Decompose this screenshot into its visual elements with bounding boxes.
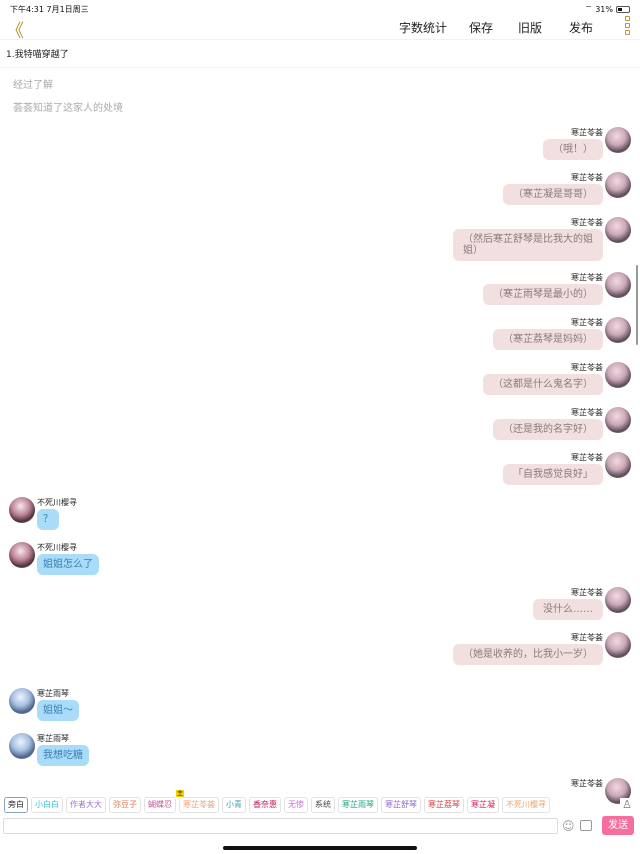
- character-name: 蝴蝶忍: [148, 800, 172, 809]
- publish-button[interactable]: 发布: [569, 21, 594, 35]
- character-chip[interactable]: 弥豆子: [109, 797, 141, 813]
- character-chip[interactable]: 蝴蝶忍: [144, 797, 176, 813]
- character-chip[interactable]: 系统: [311, 797, 335, 813]
- avatar[interactable]: [605, 587, 631, 613]
- message-bubble[interactable]: （还是我的名字好）: [493, 419, 603, 440]
- message-bubble[interactable]: （寒芷凝是哥哥）: [503, 184, 603, 205]
- emoji-icon[interactable]: ☺: [562, 819, 575, 833]
- speaker-name: 寒芷苓荟: [571, 363, 603, 372]
- character-chip[interactable]: 主寒芷苓荟: [176, 790, 219, 813]
- character-name: 系统: [315, 800, 331, 809]
- speaker-name: 寒芷苓荟: [571, 273, 603, 282]
- character-name: 寒芷舒琴: [385, 800, 417, 809]
- character-chip[interactable]: 无惨: [284, 797, 308, 813]
- avatar[interactable]: [605, 172, 631, 198]
- speaker-name: 寒芷苓荟: [571, 173, 603, 182]
- character-chip[interactable]: 寒芷雨琴: [338, 797, 378, 813]
- top-toolbar: 《 字数统计 保存 旧版 发布: [0, 16, 640, 42]
- message-input[interactable]: [3, 818, 558, 834]
- character-chip[interactable]: 小白白: [31, 797, 63, 813]
- character-chip[interactable]: 小青: [222, 797, 246, 813]
- speaker-name: 寒芷苓荟: [571, 453, 603, 462]
- avatar[interactable]: [605, 272, 631, 298]
- speaker-name: 寒芷苓荟: [571, 588, 603, 597]
- narration-line[interactable]: 荟荟知道了这家人的处境: [13, 103, 123, 114]
- speaker-name: 寒芷苓荟: [571, 318, 603, 327]
- character-name: 寒芷苓荟: [183, 800, 215, 809]
- character-chip[interactable]: 香奈惠: [249, 797, 281, 813]
- character-name: 寒芷雨琴: [342, 800, 374, 809]
- avatar[interactable]: [9, 733, 35, 759]
- save-button[interactable]: 保存: [469, 21, 494, 35]
- character-name: 小白白: [35, 800, 59, 809]
- wifi-icon: ⌔: [584, 4, 593, 13]
- character-name: 寒芷荔琴: [428, 800, 460, 809]
- character-name: 旁白: [8, 800, 24, 809]
- message-bubble[interactable]: （然后寒芷舒琴是比我大的姐姐）: [453, 229, 603, 261]
- speaker-name: 寒芷苓荟: [571, 408, 603, 417]
- message-bubble[interactable]: 姐姐～: [37, 700, 79, 721]
- character-name: 作者大大: [70, 800, 102, 809]
- message-bubble[interactable]: （寒芷雨琴是最小的）: [483, 284, 603, 305]
- speaker-name: 寒芷苓荟: [571, 128, 603, 137]
- battery-icon: [616, 5, 630, 13]
- character-name: 香奈惠: [253, 800, 277, 809]
- character-chip[interactable]: 作者大大: [66, 797, 106, 813]
- avatar[interactable]: [605, 127, 631, 153]
- speaker-name: 不死川樱寻: [37, 543, 77, 552]
- image-icon[interactable]: [580, 820, 592, 831]
- message-bubble[interactable]: 姐姐怎么了: [37, 554, 99, 575]
- send-button[interactable]: 发送: [602, 816, 634, 835]
- divider: [0, 67, 640, 68]
- scrollbar[interactable]: [636, 265, 638, 345]
- speaker-name: 寒芷苓荟: [571, 633, 603, 642]
- home-indicator: [223, 846, 417, 850]
- message-bubble[interactable]: 没什么……: [533, 599, 603, 620]
- narration-line[interactable]: 经过了解: [13, 80, 53, 91]
- avatar[interactable]: [605, 407, 631, 433]
- message-bubble[interactable]: ？: [37, 509, 59, 530]
- character-name: 寒芷凝: [471, 800, 495, 809]
- avatar[interactable]: [605, 452, 631, 478]
- character-chip[interactable]: 寒芷荔琴: [424, 797, 464, 813]
- more-menu-icon[interactable]: [625, 16, 630, 35]
- message-bubble[interactable]: 「自我感觉良好」: [503, 464, 603, 485]
- message-bubble[interactable]: （寒芷荔琴是妈妈）: [493, 329, 603, 350]
- speaker-name: 不死川樱寻: [37, 498, 77, 507]
- chapter-title[interactable]: 1.我特喵穿越了: [6, 50, 69, 60]
- character-selector: 旁白小白白作者大大弥豆子蝴蝶忍主寒芷苓荟小青香奈惠无惨系统寒芷雨琴寒芷舒琴寒芷荔…: [4, 790, 616, 814]
- status-bar: 下午4:31 7月1日周三 ⌔31%: [0, 0, 640, 16]
- character-chip[interactable]: 寒芷凝: [467, 797, 499, 813]
- battery-level: 31%: [595, 4, 613, 14]
- old-version-button[interactable]: 旧版: [518, 21, 543, 35]
- message-bubble[interactable]: 我想吃糖: [37, 745, 89, 766]
- character-chip[interactable]: 不死川樱寻: [502, 797, 550, 813]
- main-character-badge: 主: [176, 790, 185, 797]
- message-bubble[interactable]: （哦！）: [543, 139, 603, 160]
- character-name: 不死川樱寻: [506, 800, 546, 809]
- user-icon[interactable]: ♙: [620, 798, 634, 812]
- word-count-button[interactable]: 字数统计: [399, 21, 448, 35]
- speaker-name: 寒芷雨琴: [37, 734, 69, 743]
- character-name: 弥豆子: [113, 800, 137, 809]
- avatar[interactable]: [9, 542, 35, 568]
- avatar[interactable]: [9, 497, 35, 523]
- character-chip[interactable]: 寒芷舒琴: [381, 797, 421, 813]
- avatar[interactable]: [605, 362, 631, 388]
- avatar[interactable]: [605, 317, 631, 343]
- speaker-name: 寒芷苓荟: [571, 779, 603, 788]
- message-bubble[interactable]: （这都是什么鬼名字）: [483, 374, 603, 395]
- message-bubble[interactable]: （她是收养的，比我小一岁）: [453, 644, 603, 665]
- status-time: 下午4:31 7月1日周三: [10, 5, 89, 14]
- avatar[interactable]: [9, 688, 35, 714]
- character-name: 无惨: [288, 800, 304, 809]
- speaker-name: 寒芷苓荟: [571, 218, 603, 227]
- character-chip[interactable]: 旁白: [4, 797, 28, 813]
- speaker-name: 寒芷雨琴: [37, 689, 69, 698]
- character-name: 小青: [226, 800, 242, 809]
- avatar[interactable]: [605, 632, 631, 658]
- avatar[interactable]: [605, 217, 631, 243]
- back-chevron-icon[interactable]: 《: [6, 21, 24, 42]
